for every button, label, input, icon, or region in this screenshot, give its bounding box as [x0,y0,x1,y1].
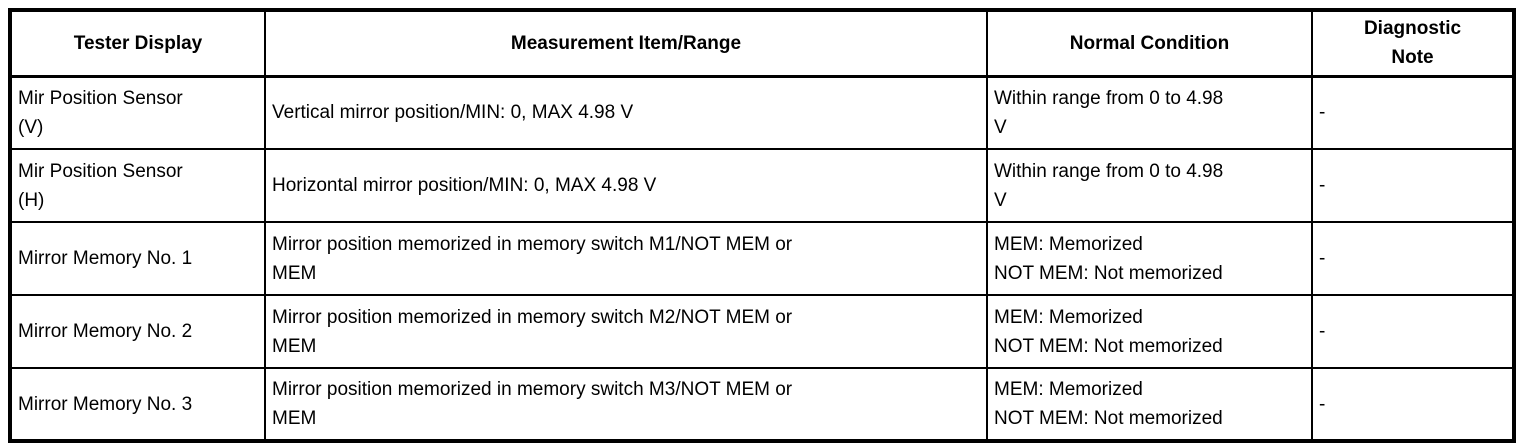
cell-normal-condition: MEM: Memorized NOT MEM: Not memorized [986,221,1313,296]
cell-normal-condition: Within range from 0 to 4.98 V [986,148,1313,223]
column-header-tester-display: Tester Display [8,8,266,78]
column-header-normal-condition: Normal Condition [986,8,1313,78]
cell-normal-condition: MEM: Memorized NOT MEM: Not memorized [986,294,1313,369]
cell-measurement: Vertical mirror position/MIN: 0, MAX 4.9… [264,75,988,150]
table-row: Mirror Memory No. 3 Mirror position memo… [8,367,1516,443]
cell-diagnostic-note: - [1311,294,1516,369]
cell-measurement: Mirror position memorized in memory swit… [264,221,988,296]
cell-tester-display: Mir Position Sensor (V) [8,75,266,150]
table-row: Mirror Memory No. 2 Mirror position memo… [8,294,1516,369]
cell-diagnostic-note: - [1311,75,1516,150]
data-list-table: Tester Display Measurement Item/Range No… [8,8,1516,443]
cell-diagnostic-note: - [1311,221,1516,296]
cell-normal-condition: MEM: Memorized NOT MEM: Not memorized [986,367,1313,443]
cell-normal-condition: Within range from 0 to 4.98 V [986,75,1313,150]
cell-diagnostic-note: - [1311,367,1516,443]
cell-measurement: Horizontal mirror position/MIN: 0, MAX 4… [264,148,988,223]
cell-tester-display: Mirror Memory No. 3 [8,367,266,443]
cell-tester-display: Mirror Memory No. 1 [8,221,266,296]
cell-measurement: Mirror position memorized in memory swit… [264,367,988,443]
table-row: Mirror Memory No. 1 Mirror position memo… [8,221,1516,296]
table-row: Mir Position Sensor (H) Horizontal mirro… [8,148,1516,223]
cell-diagnostic-note: - [1311,148,1516,223]
column-header-measurement-item-range: Measurement Item/Range [264,8,988,78]
table-header-row: Tester Display Measurement Item/Range No… [8,8,1516,78]
cell-measurement: Mirror position memorized in memory swit… [264,294,988,369]
cell-tester-display: Mirror Memory No. 2 [8,294,266,369]
table-row: Mir Position Sensor (V) Vertical mirror … [8,75,1516,150]
column-header-diagnostic-note: Diagnostic Note [1311,8,1516,78]
cell-tester-display: Mir Position Sensor (H) [8,148,266,223]
